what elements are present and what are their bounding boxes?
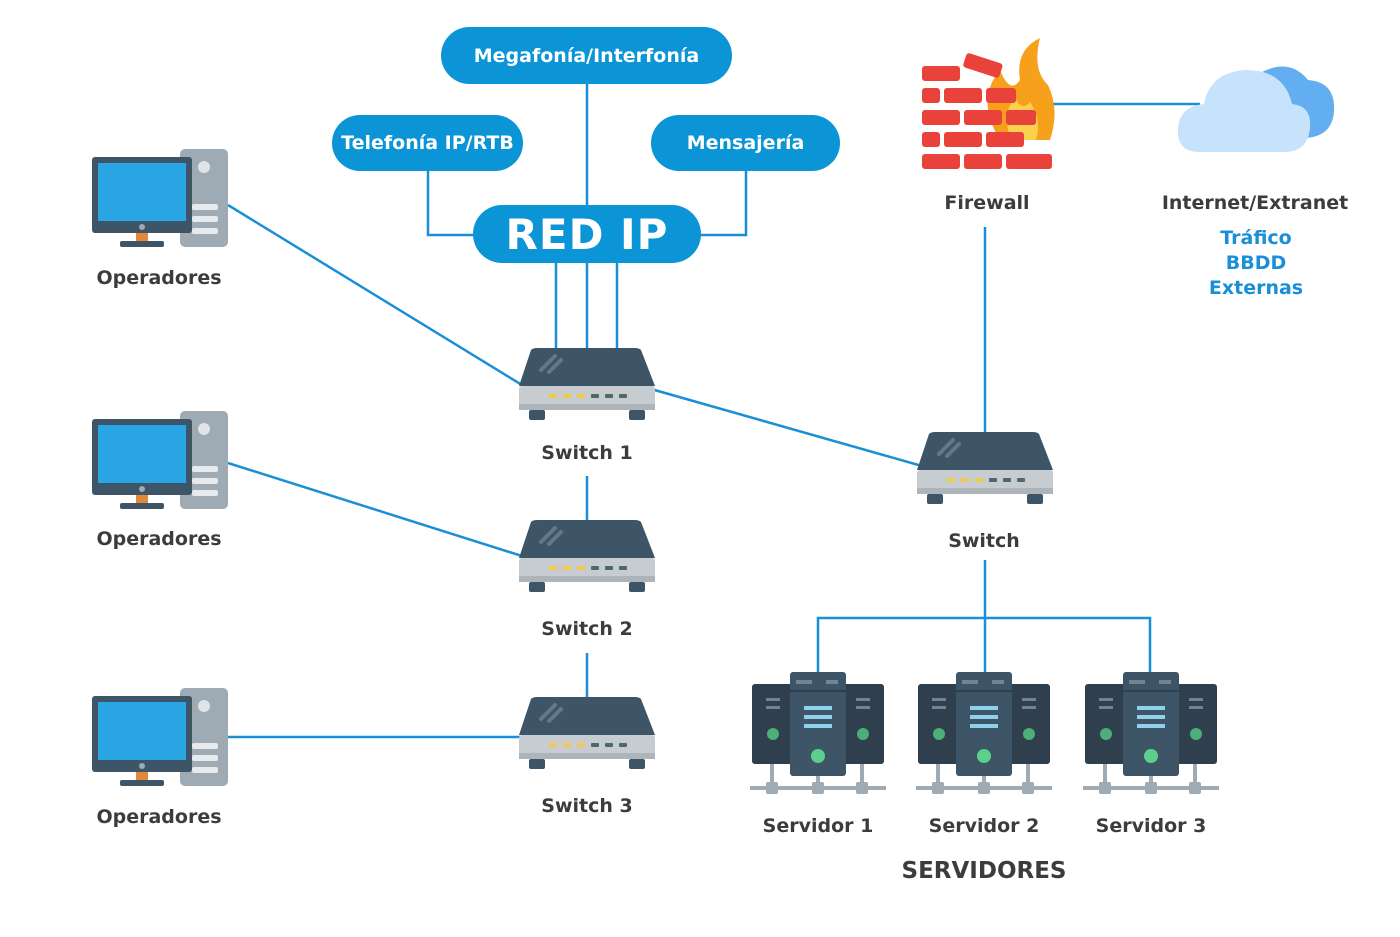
operators-label: Operadores [96,528,222,550]
server-rack-icon [1083,672,1219,794]
computer-icon [92,149,228,247]
server-rack-icon [916,672,1052,794]
connection-lines [227,84,1200,739]
computer-icon [92,688,228,786]
firewall-icon [922,38,1055,169]
server-label: Servidor 2 [928,815,1040,837]
service-megafonia: Megafonía/Interfonía [441,27,732,84]
service-telefonia: Telefonía IP/RTB [332,115,523,171]
service-mensajeria: Mensajería [651,115,840,171]
internet-note: Tráfico [1220,227,1292,249]
switch-label: Switch 3 [541,795,633,817]
core-network: RED IP [473,205,701,263]
servers-title: SERVIDORES [901,858,1067,884]
switch-label: Switch 2 [541,618,633,640]
firewall-label: Firewall [944,192,1030,214]
operators-label: Operadores [96,806,222,828]
internet-note: Externas [1208,277,1304,299]
internet-note: BBDD [1225,252,1287,274]
server-switch-label: Switch [948,530,1020,552]
internet-label: Internet/Extranet [1161,192,1349,214]
server-label: Servidor 1 [762,815,874,837]
operators-label: Operadores [96,267,222,289]
switch-icon [517,346,657,422]
server-label: Servidor 3 [1095,815,1207,837]
switch-icon [517,518,657,594]
switch-icon [517,695,657,771]
cloud-icon [1177,66,1335,152]
switch-icon [915,430,1055,506]
computer-icon [92,411,228,509]
switch-label: Switch 1 [541,442,633,464]
server-rack-icon [750,672,886,794]
